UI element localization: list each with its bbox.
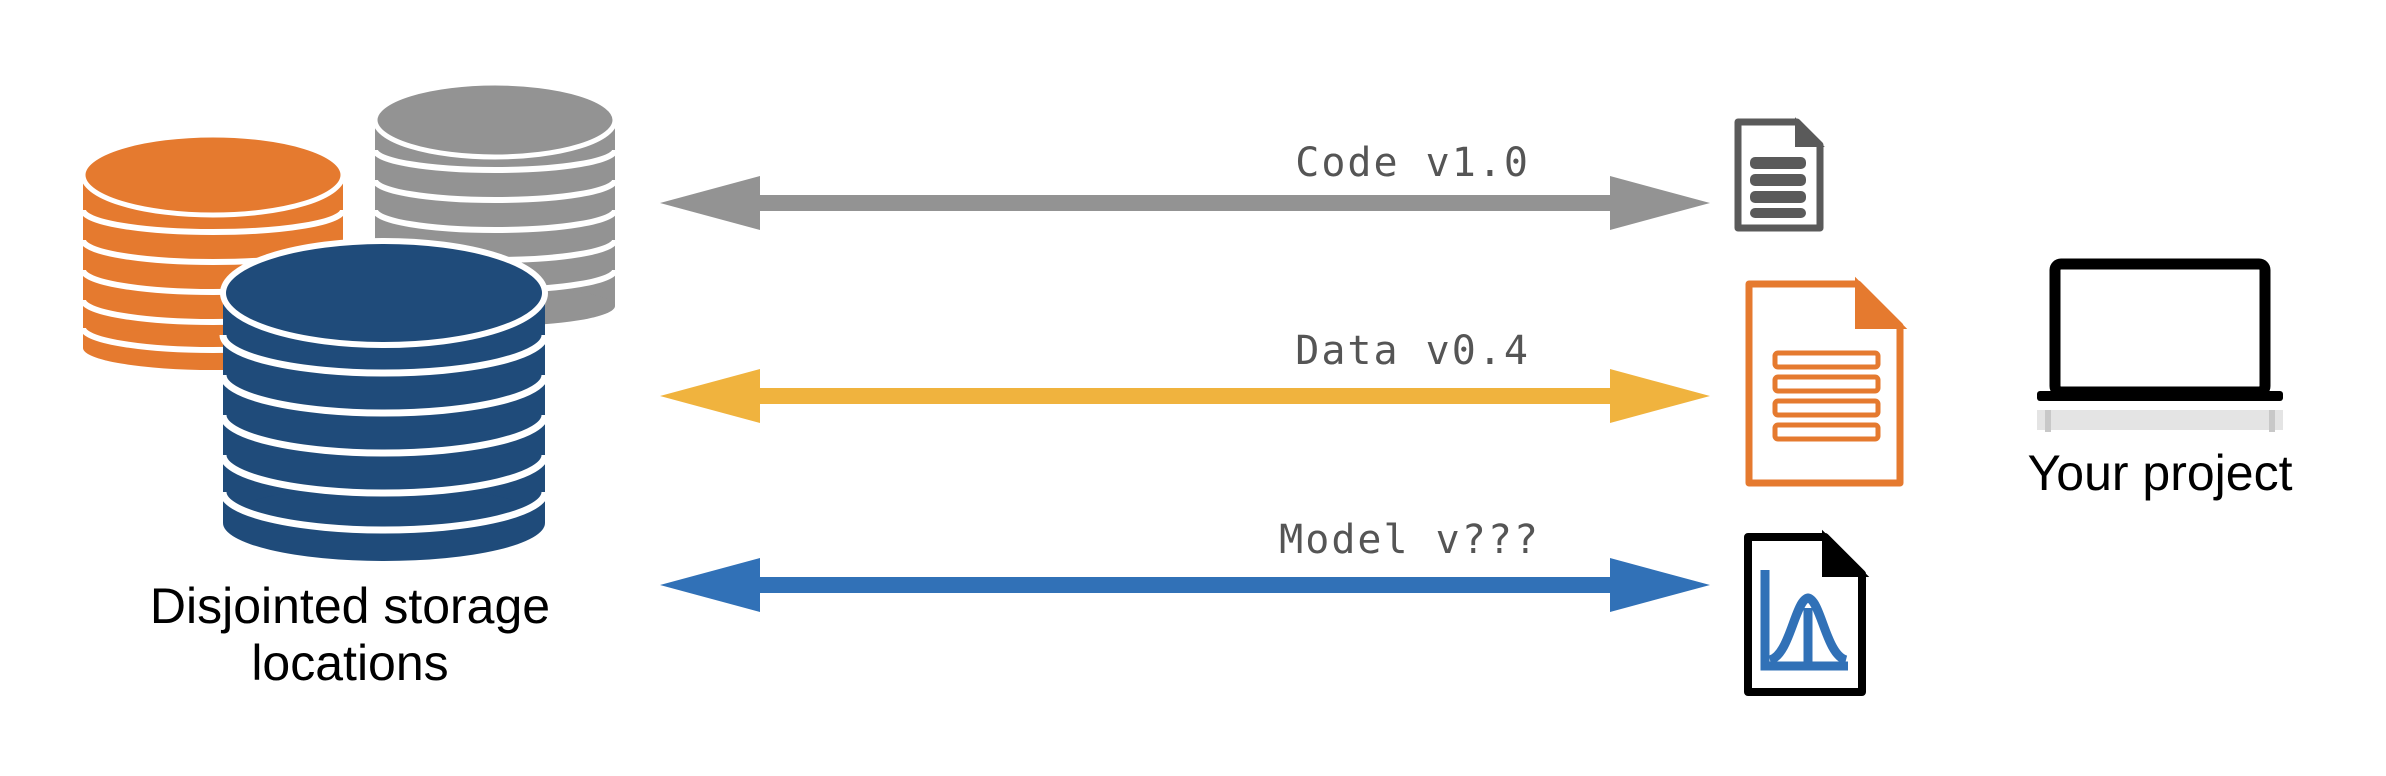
gray-database-icon: [372, 80, 618, 326]
model-arrow: [660, 558, 1710, 612]
model-file-icon: [1744, 529, 1870, 696]
storage-caption-line1: Disjointed storage: [150, 578, 550, 634]
data-file-icon: [1745, 276, 1908, 487]
project-caption: Your project: [2028, 445, 2293, 501]
data-arrow: [660, 369, 1710, 423]
navy-database-icon: [219, 238, 549, 561]
code-arrow: [660, 176, 1710, 230]
code-file-icon: [1734, 117, 1825, 232]
distribution-chart-icon: [1760, 570, 1849, 671]
data-arrow-label: Data v0.4: [1295, 328, 1530, 374]
laptop-icon: [2037, 258, 2283, 432]
code-arrow-label: Code v1.0: [1295, 140, 1530, 186]
model-arrow-label: Model v???: [1279, 517, 1540, 563]
storage-caption-line2: locations: [251, 635, 448, 691]
